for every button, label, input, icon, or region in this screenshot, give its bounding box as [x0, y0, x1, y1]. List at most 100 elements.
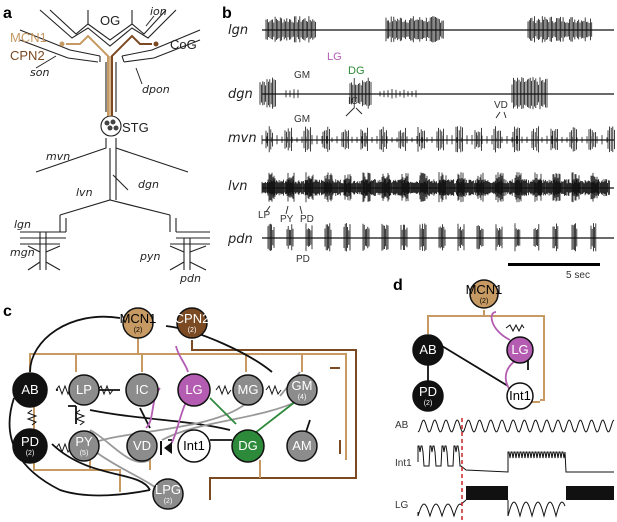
d-neuron-int1-body: [506, 382, 534, 410]
extracellular-recordings: [259, 16, 615, 252]
c-neuron-lpg: LPG(2): [152, 478, 184, 510]
d-neuron-mcn1-body: [469, 279, 499, 309]
d-neuron-ab-name: AB: [419, 342, 436, 357]
c-neuron-ic-body: [125, 373, 159, 407]
d-neuron-mcn1: MCN1(2): [466, 279, 502, 309]
c-neuron-vd-body: [126, 430, 158, 462]
lg-to-mcn1-synapse: [490, 311, 511, 341]
c-neuron-gm: GM(4): [286, 374, 318, 406]
d-neuron-pd-body: [412, 380, 444, 412]
lg-trace-mid: [507, 500, 566, 518]
diode-synapse: [160, 441, 172, 455]
panel-a-label: a: [3, 5, 12, 22]
c-neuron-mcn1: MCN1(2): [120, 307, 156, 339]
panel-b: b lgn dgn mvn lvn pdn LG DG GM GM IC VD …: [222, 5, 615, 281]
c-neuron-int1: Int1: [177, 429, 211, 463]
c-neuron-mcn1-count: (2): [134, 327, 143, 334]
mgn-label: mgn: [10, 246, 35, 259]
c-neuron-lp: LP: [68, 374, 100, 406]
lvn-label: lvn: [76, 186, 93, 199]
c-neuron-cpn2-body: [176, 307, 208, 339]
c-neuron-py: PY(5): [68, 430, 100, 462]
d-neuron-pd-name: PD: [419, 384, 437, 399]
annotation-arrows: [265, 107, 507, 215]
d-neuron-ab: AB: [412, 334, 444, 366]
c-neuron-int1-body: [177, 429, 211, 463]
dgn-spikes: [259, 77, 548, 110]
lg-burst-2: [566, 486, 614, 500]
c-neuron-dg-name: DG: [238, 438, 258, 453]
scale-bar-label: 5 sec: [566, 270, 590, 281]
c-neuron-ab-name: AB: [21, 382, 38, 397]
c-neuron-cpn2-name: CPN2: [175, 311, 210, 326]
lgn-spikes: [265, 16, 593, 43]
pyn-label: pyn: [139, 250, 160, 263]
c-neuron-dg-body: [231, 429, 265, 463]
d-neuron-int1-name: Int1: [509, 388, 531, 403]
d-neuron-pd-count: (2): [424, 400, 433, 407]
panel-c: c: [3, 303, 357, 510]
modulatory-projections: [29, 338, 357, 500]
c-neuron-am-body: [286, 430, 318, 462]
stomatogastric-nervous-system: [19, 9, 210, 271]
annot-gm-dgn: GM: [294, 70, 310, 81]
c-neuron-int1-name: Int1: [183, 438, 205, 453]
c-neuron-py-name: PY: [75, 434, 93, 449]
trace-label-int1: Int1: [395, 458, 412, 469]
d-neuron-mcn1-count: (2): [480, 298, 489, 305]
trace-label-dgn: dgn: [228, 87, 253, 102]
c-neuron-py-body: [68, 430, 100, 462]
c-neuron-ab-body: [12, 372, 48, 408]
trace-label-pdn: pdn: [227, 232, 253, 247]
ab-trace: [417, 419, 615, 433]
lg-trace-pre: [417, 499, 467, 518]
c-neuron-am: AM: [286, 430, 318, 462]
panel-b-label: b: [222, 5, 232, 22]
c-neuron-ic: IC: [125, 373, 159, 407]
c-neuron-lg: LG: [177, 373, 211, 407]
mcn1-label: MCN1: [10, 30, 47, 45]
trace-label-ab: AB: [395, 420, 409, 431]
dgn-label: dgn: [138, 178, 159, 191]
annot-py: PY: [280, 214, 294, 225]
c-neuron-gm-body: [286, 374, 318, 406]
annot-gm-mvn: GM: [294, 114, 310, 125]
annot-lp: LP: [258, 210, 271, 221]
dgn-small-spikes: [285, 89, 417, 99]
ion-label: ion: [150, 5, 167, 18]
int1-trace: [417, 445, 614, 473]
c-neuron-dg: DG: [231, 429, 265, 463]
panel-d-electrical-synapse: [505, 323, 525, 333]
trace-label-lgn: lgn: [228, 23, 248, 38]
c-neuron-gm-count: (4): [298, 394, 307, 401]
intracellular-recordings: [417, 419, 615, 518]
panel-c-label: c: [3, 303, 12, 320]
mcn1-soma: [59, 41, 65, 47]
c-neuron-gm-name: GM: [292, 378, 313, 393]
panel-d-label: d: [393, 277, 403, 294]
trace-label-mvn: mvn: [228, 131, 257, 146]
d-neuron-lg: LG: [506, 336, 534, 364]
c-neuron-lpg-count: (2): [164, 498, 173, 505]
c-neuron-cpn2-count: (2): [188, 327, 197, 334]
c-neuron-am-name: AM: [292, 438, 312, 453]
c-neuron-vd-name: VD: [133, 438, 151, 453]
c-neuron-mcn1-body: [122, 307, 154, 339]
annot-lg: LG: [327, 51, 342, 63]
annot-ic: IC: [348, 96, 358, 107]
trace-label-lg: LG: [395, 500, 409, 511]
d-neuron-lg-name: LG: [511, 342, 528, 357]
d-neuron-ab-body: [412, 334, 444, 366]
cpn2-soma: [153, 41, 159, 47]
c-neuron-lpg-body: [152, 478, 184, 510]
og-label: OG: [100, 13, 120, 28]
annot-pd-lvn: PD: [300, 214, 314, 225]
c-neuron-pd-count: (2): [26, 450, 35, 457]
c-neuron-py-count: (5): [80, 450, 89, 457]
c-neuron-ic-name: IC: [136, 382, 149, 397]
cpn2-label: CPN2: [10, 48, 45, 63]
